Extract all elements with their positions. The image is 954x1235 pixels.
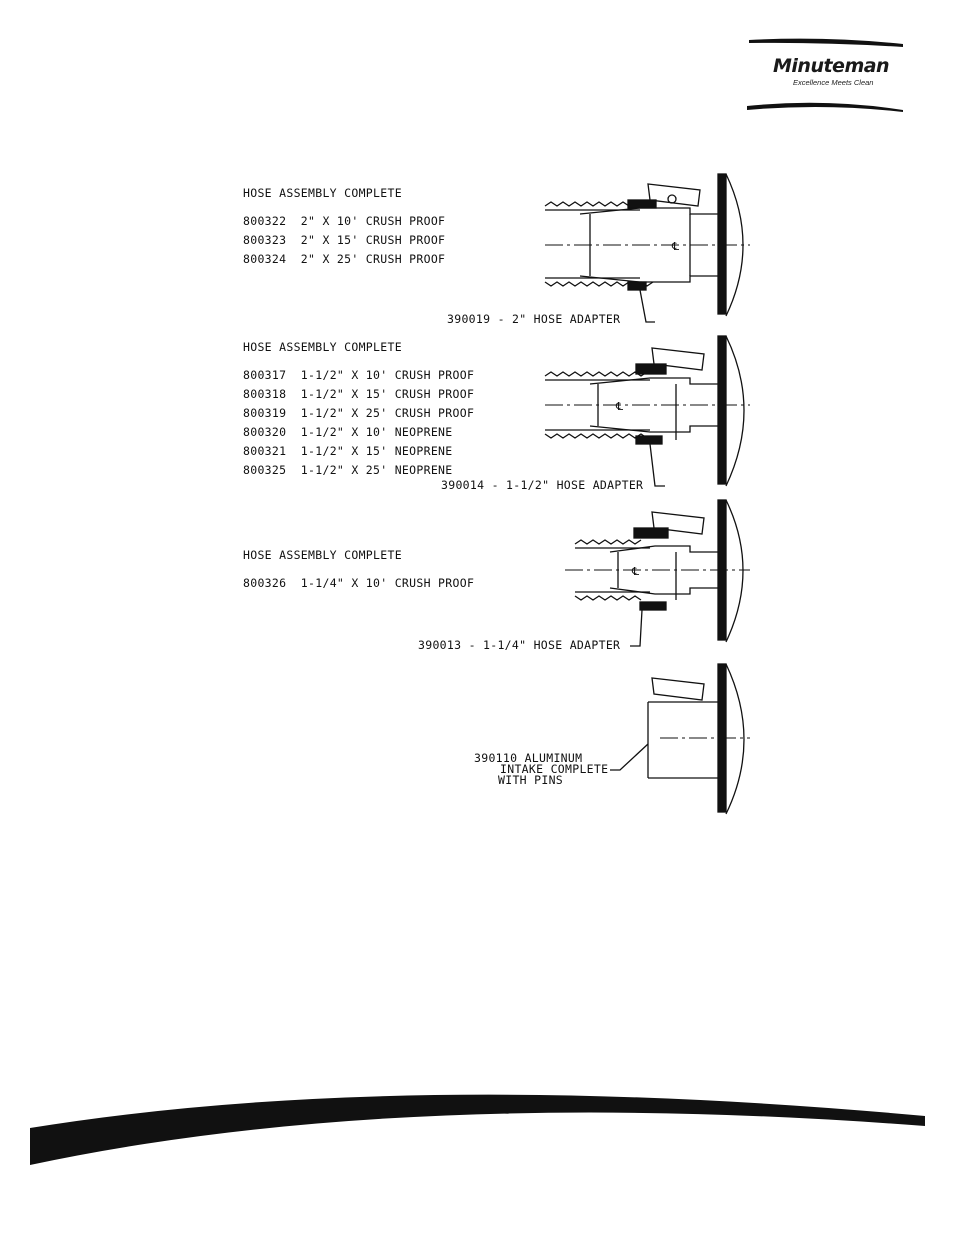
part-row: 800319 1-1/2" X 25' CRUSH PROOF: [243, 402, 474, 421]
part-desc: 1-1/2" X 15' CRUSH PROOF: [300, 387, 475, 401]
part-row: 800324 2" X 25' CRUSH PROOF: [243, 248, 445, 267]
section-1-heading: HOSE ASSEMBLY COMPLETE: [243, 186, 402, 200]
part-row: 800317 1-1/2" X 10' CRUSH PROOF: [243, 364, 474, 383]
part-number: 800323: [243, 233, 287, 247]
centerline-symbol: ℄: [671, 240, 679, 253]
part-row: 800321 1-1/2" X 15' NEOPRENE: [243, 440, 474, 459]
part-desc: 2" X 15' CRUSH PROOF: [300, 233, 446, 247]
part-row: 800322 2" X 10' CRUSH PROOF: [243, 210, 445, 229]
callout-line: INTAKE COMPLETE: [500, 762, 609, 776]
section-2-callout: 390014 - 1-1/2" HOSE ADAPTER: [441, 478, 644, 492]
section-2-part-list: 800317 1-1/2" X 10' CRUSH PROOF 800318 1…: [243, 364, 474, 478]
brand-logo: Minuteman Excellence Meets Clean: [745, 36, 905, 116]
logo-tagline: Excellence Meets Clean: [793, 78, 874, 87]
part-row: 800320 1-1/2" X 10' NEOPRENE: [243, 421, 474, 440]
logo-swoosh-top: [747, 38, 903, 112]
section-1-part-list: 800322 2" X 10' CRUSH PROOF 800323 2" X …: [243, 210, 445, 267]
part-desc: 2" X 25' CRUSH PROOF: [300, 252, 446, 266]
part-row: 800325 1-1/2" X 25' NEOPRENE: [243, 459, 474, 478]
part-number: 800318: [243, 387, 287, 401]
section-3-part-list: 800326 1-1/4" X 10' CRUSH PROOF: [243, 572, 474, 591]
section-3-callout: 390013 - 1-1/4" HOSE ADAPTER: [418, 638, 621, 652]
part-row: 800326 1-1/4" X 10' CRUSH PROOF: [243, 572, 474, 591]
part-number: 800325: [243, 463, 287, 477]
part-number: 800321: [243, 444, 287, 458]
part-number: 800319: [243, 406, 287, 420]
section-1-callout: 390019 - 2" HOSE ADAPTER: [447, 312, 621, 326]
part-desc: 1-1/2" X 25' CRUSH PROOF: [300, 406, 475, 420]
part-number: 800320: [243, 425, 287, 439]
part-desc: 1-1/2" X 10' CRUSH PROOF: [300, 368, 475, 382]
centerline-symbol: ℄: [615, 400, 623, 413]
part-desc: 1-1/2" X 25' NEOPRENE: [300, 463, 453, 477]
section-3-heading: HOSE ASSEMBLY COMPLETE: [243, 548, 402, 562]
section-2-heading: HOSE ASSEMBLY COMPLETE: [243, 340, 402, 354]
callout-line: 390110 ALUMINUM: [474, 751, 583, 765]
part-row: 800323 2" X 15' CRUSH PROOF: [243, 229, 445, 248]
part-desc: 2" X 10' CRUSH PROOF: [300, 214, 446, 228]
section-4-callout: 390110 ALUMINUM INTAKE COMPLETE WITH PIN…: [474, 751, 609, 787]
part-number: 800322: [243, 214, 287, 228]
centerline-symbol: ℄: [631, 565, 639, 578]
part-number: 800324: [243, 252, 287, 266]
callout-line: WITH PINS: [498, 773, 564, 787]
part-number: 800326: [243, 576, 287, 590]
logo-wordmark: Minuteman: [773, 55, 890, 77]
part-desc: 1-1/4" X 10' CRUSH PROOF: [300, 576, 475, 590]
part-desc: 1-1/2" X 10' NEOPRENE: [300, 425, 453, 439]
part-row: 800318 1-1/2" X 15' CRUSH PROOF: [243, 383, 474, 402]
part-desc: 1-1/2" X 15' NEOPRENE: [300, 444, 453, 458]
part-number: 800317: [243, 368, 287, 382]
